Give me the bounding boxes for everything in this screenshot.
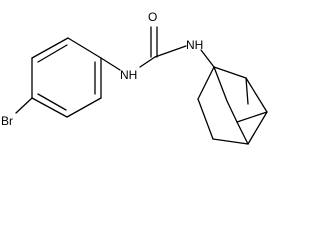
cage-bond bbox=[236, 111, 268, 123]
ring-bond bbox=[31, 37, 69, 59]
ring-double-bond bbox=[37, 93, 67, 111]
molecule-structure: O NH NH Br bbox=[1, 10, 268, 145]
cage-bond bbox=[213, 66, 228, 102]
c-n-bond bbox=[154, 45, 187, 58]
cage-bond bbox=[197, 98, 214, 140]
ring-bond bbox=[66, 97, 102, 118]
ring-bond bbox=[67, 37, 102, 59]
adamantane-cage bbox=[197, 66, 268, 145]
cage-bond bbox=[226, 100, 238, 123]
ring-double-bond bbox=[37, 44, 68, 63]
bromine-label: Br bbox=[1, 114, 13, 128]
cage-bond bbox=[213, 66, 247, 79]
cage-bond bbox=[245, 77, 268, 113]
n-c-bond bbox=[200, 49, 215, 68]
cage-bond bbox=[212, 138, 249, 145]
cage-bond bbox=[236, 121, 249, 145]
cage-bond bbox=[197, 66, 215, 100]
c-n-bond bbox=[100, 57, 121, 71]
c-br-bond bbox=[15, 97, 33, 114]
ring-bond bbox=[31, 97, 68, 118]
n-c-bond bbox=[139, 56, 156, 68]
oxygen-label: O bbox=[148, 10, 157, 24]
cage-bond bbox=[245, 77, 249, 105]
cage-bond bbox=[247, 111, 268, 145]
benzene-ring bbox=[31, 37, 102, 118]
amide-nh-left-label: NH bbox=[120, 68, 137, 82]
amide-nh-right-label: NH bbox=[186, 38, 203, 52]
